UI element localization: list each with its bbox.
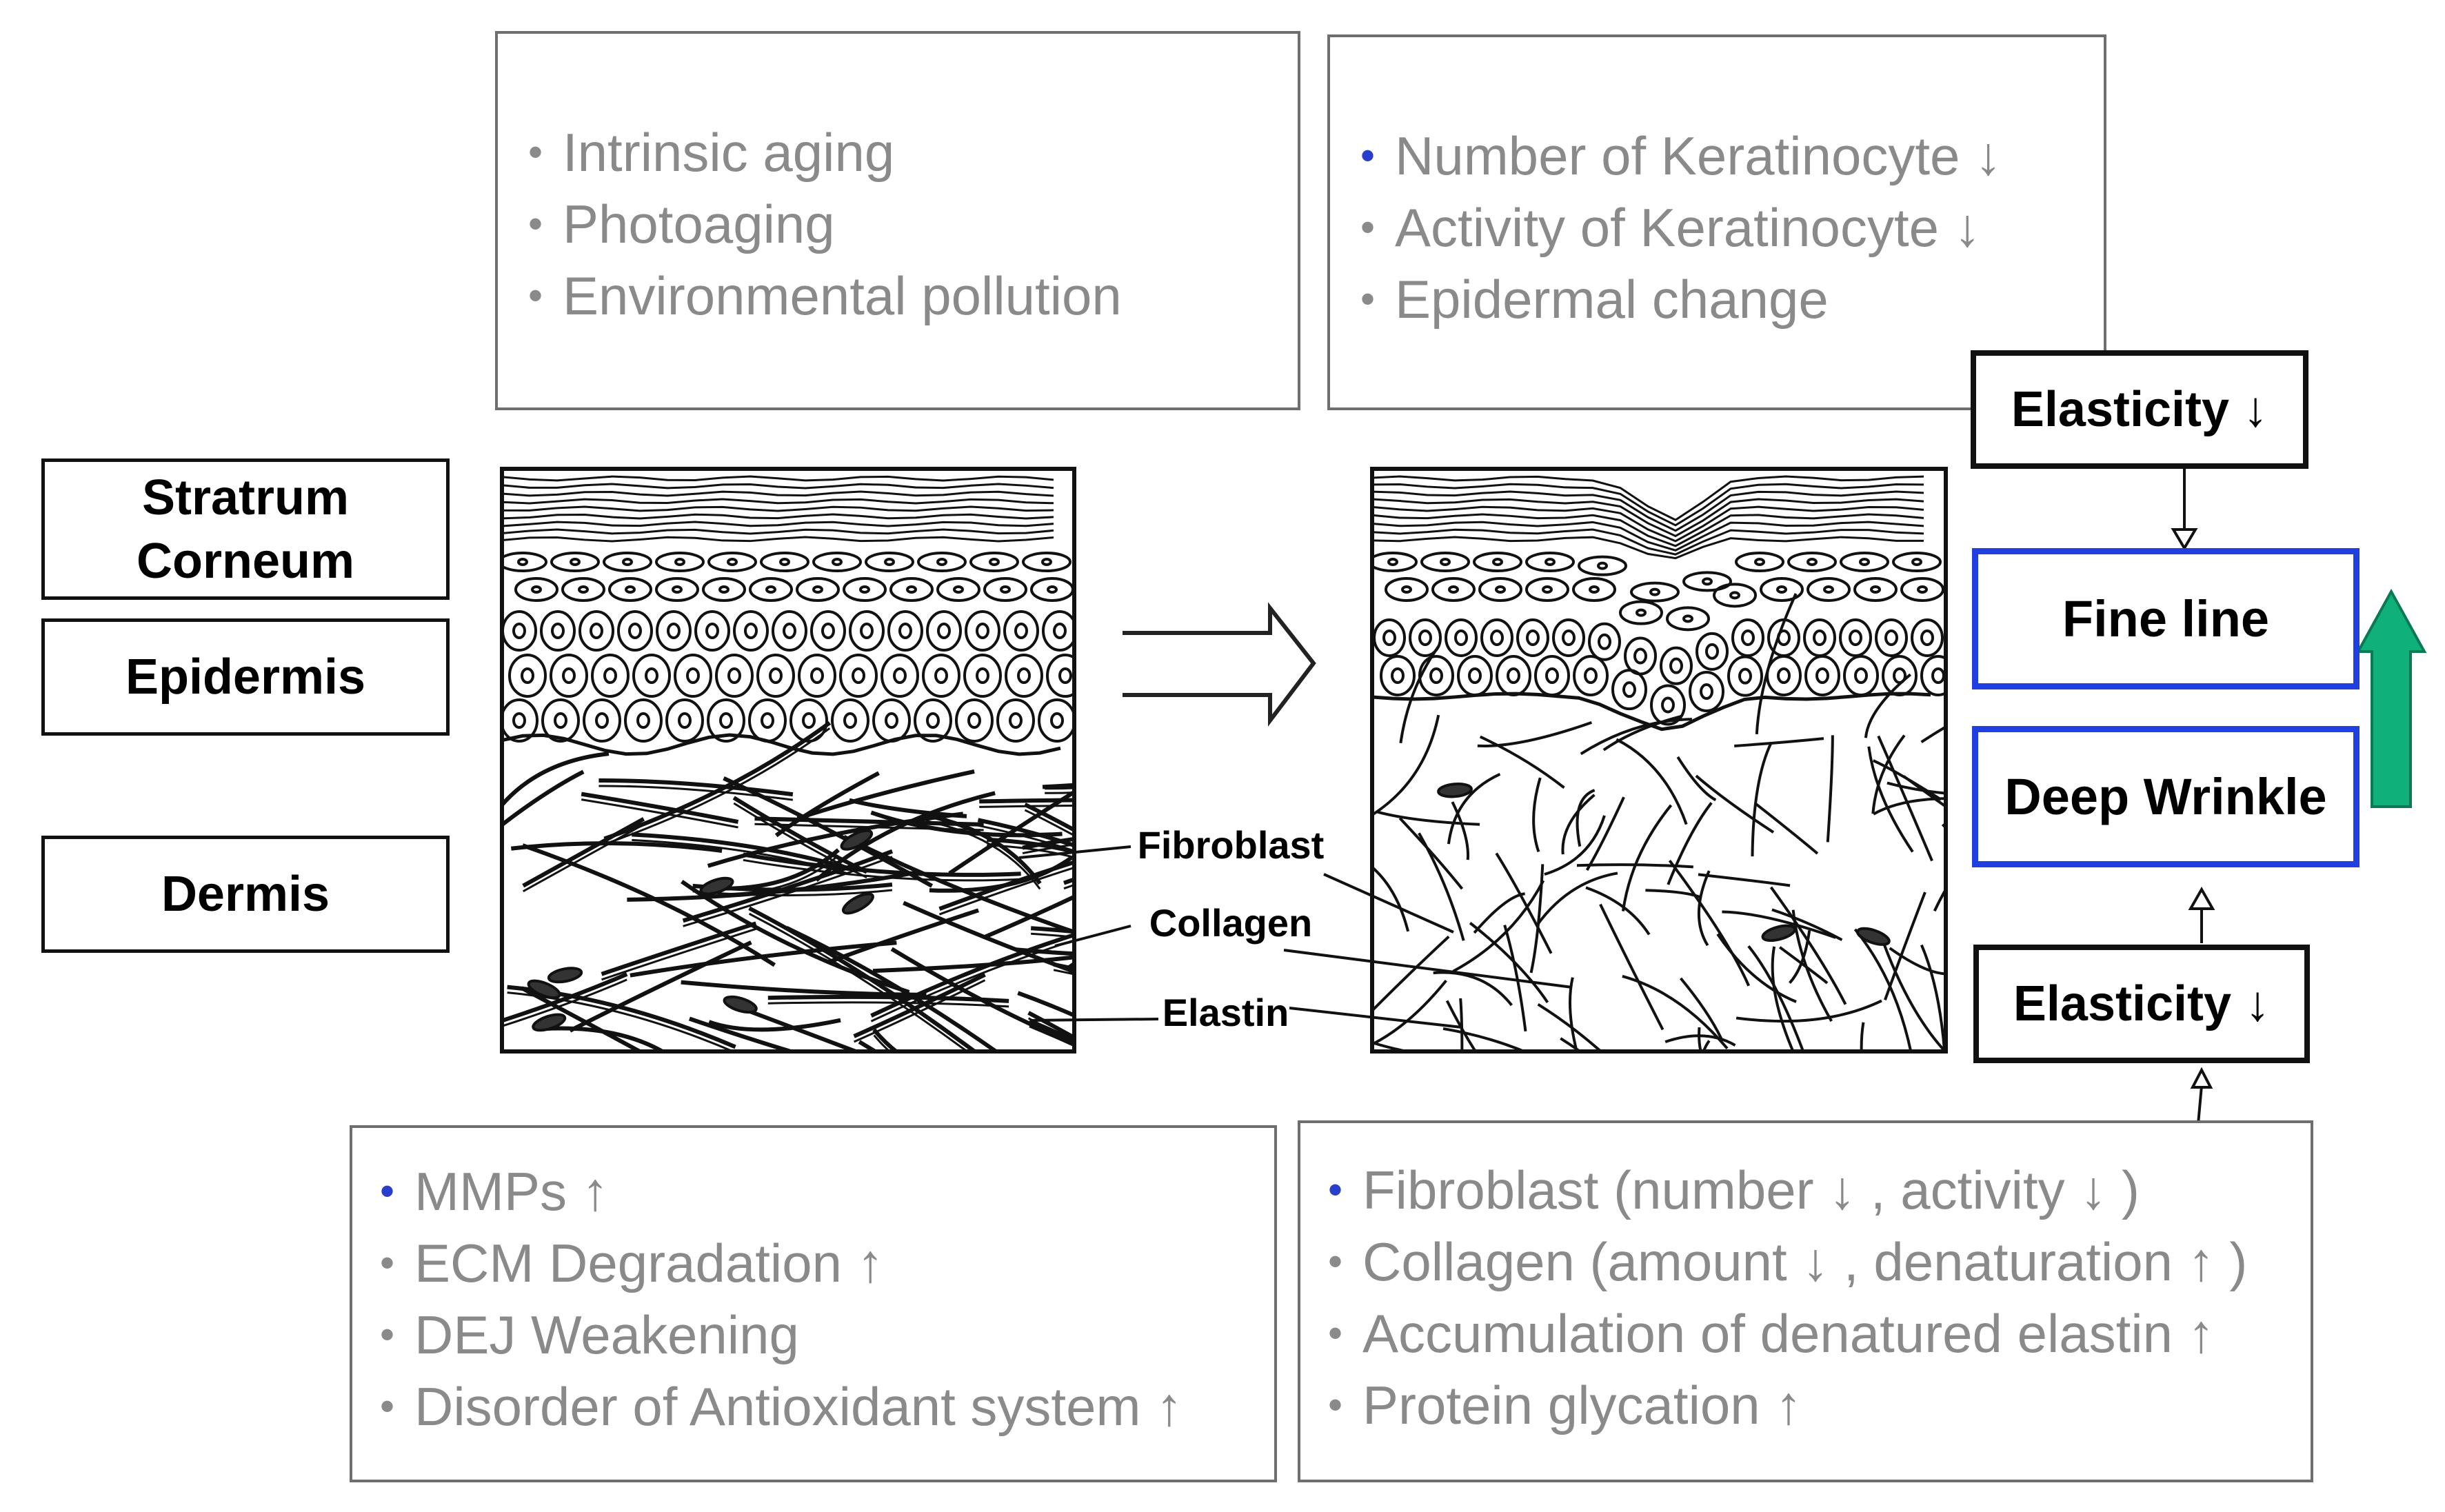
green-up-arrow-icon [2355, 588, 2427, 808]
elasticity-top-box: Elasticity ↓ [1971, 350, 2308, 469]
fine-line-text: Fine line [2062, 590, 2270, 647]
structure-pointer-lines [1018, 845, 1573, 1029]
bullet-icon: • [380, 1383, 395, 1429]
list-item: •DEJ Weakening [372, 1299, 1183, 1371]
list-item: •Collagen (amount ↓ , denaturation ↑ ) [1320, 1226, 2247, 1298]
bullet-icon: • [1360, 204, 1376, 250]
outcome-connectors [2171, 469, 2215, 1125]
bullet-icon: • [1328, 1167, 1343, 1213]
elastin-label: Elastin [1162, 990, 1289, 1034]
list-item: •Photoaging [520, 188, 1122, 260]
list-item: •Number of Keratinocyte ↓ [1352, 120, 2002, 192]
bullet-icon: • [1360, 132, 1376, 179]
elasticity-bottom-text: Elasticity ↓ [2013, 976, 2271, 1031]
causes-box: •Intrinsic aging •Photoaging •Environmen… [495, 31, 1300, 410]
fine-line-box: Fine line [1972, 548, 2360, 689]
bullet-icon: • [528, 272, 543, 319]
up-arrowhead-icon [2188, 886, 2215, 910]
elasticity-top-text: Elasticity ↓ [2011, 382, 2268, 437]
down-arrowhead-icon [2171, 528, 2198, 551]
bullet-icon: • [1360, 276, 1376, 322]
collagen-label: Collagen [1149, 900, 1313, 945]
epidermis-text: Epidermis [125, 649, 366, 705]
dermal-effects-list: •Fibroblast (number ↓ , activity ↓ ) •Co… [1320, 1154, 2247, 1441]
dermis-label: Dermis [41, 836, 450, 953]
stratum-corneum-label: Stratrum Corneum [41, 458, 450, 600]
causes-list: •Intrinsic aging •Photoaging •Environmen… [520, 117, 1122, 332]
young-skin-illustration [502, 475, 1074, 1051]
dermal-effects-box: •Fibroblast (number ↓ , activity ↓ ) •Co… [1298, 1120, 2313, 1482]
bullet-icon: • [380, 1240, 395, 1286]
bullet-icon: • [380, 1311, 395, 1358]
list-item: •Intrinsic aging [520, 117, 1122, 188]
list-item: •MMPs ↑ [372, 1156, 1183, 1227]
bullet-icon: • [1328, 1238, 1343, 1284]
transition-arrow-icon [1123, 602, 1316, 727]
epidermis-label: Epidermis [41, 618, 450, 736]
stratum-corneum-text: Stratrum Corneum [136, 470, 355, 589]
list-item: •Fibroblast (number ↓ , activity ↓ ) [1320, 1154, 2247, 1226]
bullet-icon: • [528, 201, 543, 247]
list-item: •Protein glycation ↑ [1320, 1369, 2247, 1441]
bullet-icon: • [1328, 1382, 1343, 1428]
dermal-mechanisms-list: •MMPs ↑ •ECM Degradation ↑ •DEJ Weakenin… [372, 1156, 1183, 1442]
list-item: •Accumulation of denatured elastin ↑ [1320, 1298, 2247, 1369]
dermis-text: Dermis [161, 867, 330, 922]
aged-skin-illustration [1372, 475, 1946, 1051]
elasticity-bottom-box: Elasticity ↓ [1973, 945, 2310, 1063]
bullet-icon: • [1328, 1310, 1343, 1356]
bullet-icon: • [380, 1168, 395, 1214]
list-item: •ECM Degradation ↑ [372, 1227, 1183, 1299]
dermal-mechanisms-box: •MMPs ↑ •ECM Degradation ↑ •DEJ Weakenin… [350, 1125, 1277, 1482]
fibroblast-label: Fibroblast [1137, 823, 1325, 867]
list-item: •Environmental pollution [520, 260, 1122, 332]
young-skin-frame [500, 467, 1076, 1054]
aged-skin-frame [1370, 467, 1948, 1054]
epidermal-effects-box: •Number of Keratinocyte ↓ •Activity of K… [1327, 34, 2106, 410]
list-item: •Disorder of Antioxidant system ↑ [372, 1371, 1183, 1442]
deep-wrinkle-box: Deep Wrinkle [1972, 726, 2360, 867]
deep-wrinkle-text: Deep Wrinkle [2004, 768, 2327, 825]
up-arrowhead-icon [2190, 1067, 2213, 1089]
epidermal-effects-list: •Number of Keratinocyte ↓ •Activity of K… [1352, 120, 2002, 335]
list-item: •Activity of Keratinocyte ↓ [1352, 192, 2002, 263]
bullet-icon: • [528, 129, 543, 175]
list-item: •Epidermal change [1352, 263, 2002, 335]
